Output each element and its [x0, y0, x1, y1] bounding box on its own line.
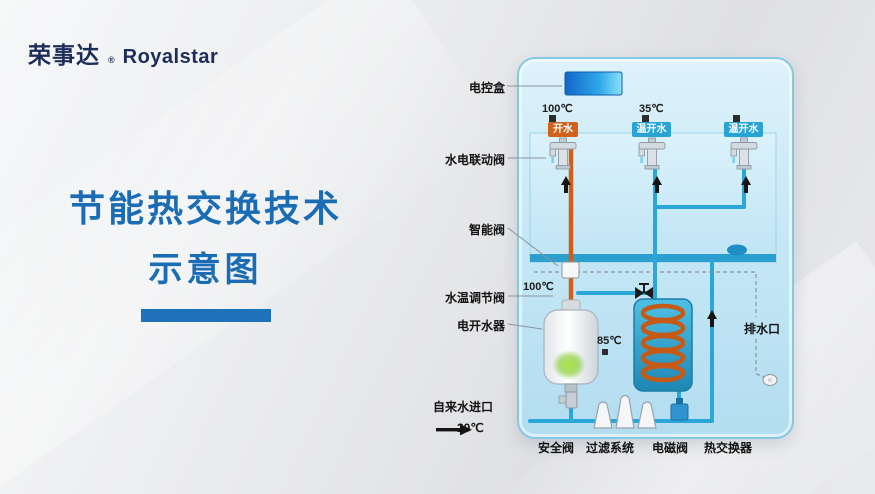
label-tap-inlet: 自来水进口 — [433, 400, 494, 414]
temp-outlet-warm: 35℃ — [639, 103, 664, 115]
page-title-line2: 示意图 — [148, 252, 263, 289]
brand-logo: 荣事达 ® Royalstar — [28, 36, 218, 70]
page-title-line1: 节能热交换技术 — [68, 189, 342, 229]
brand-english: Royalstar — [122, 46, 219, 68]
label-solenoid-valve: 电磁阀 — [652, 441, 689, 455]
title-block: 节能热交换技术 示意图 — [48, 180, 363, 322]
label-smart-valve: 智能阀 — [468, 223, 505, 237]
outlet-tag-warm1: 温开水 — [632, 122, 671, 137]
label-water-boiler: 电开水器 — [456, 319, 505, 333]
label-linkage-valve: 水电联动阀 — [444, 153, 505, 167]
temp-pipe-mid: 100℃ — [523, 281, 554, 293]
label-control-box: 电控盒 — [468, 81, 505, 95]
label-filter-system: 过滤系统 — [586, 441, 635, 455]
outlet-tag-warm2: 温开水 — [724, 122, 763, 137]
label-temp-regulator: 水温调节阀 — [444, 291, 505, 305]
temp-tank: 85℃ — [597, 335, 622, 347]
label-drain-outlet: 排水口 — [744, 322, 781, 336]
registered-mark-icon: ® — [108, 55, 115, 65]
outlet-tag-hot: 开水 — [548, 122, 578, 137]
temp-outlet-hot: 100℃ — [542, 103, 573, 115]
brand-chinese: 荣事达 — [28, 42, 100, 68]
label-heat-exchanger: 热交换器 — [704, 441, 753, 455]
label-safety-valve: 安全阀 — [538, 441, 575, 455]
label-inlet-temp: 20℃ — [457, 421, 484, 435]
title-underline — [140, 309, 271, 322]
